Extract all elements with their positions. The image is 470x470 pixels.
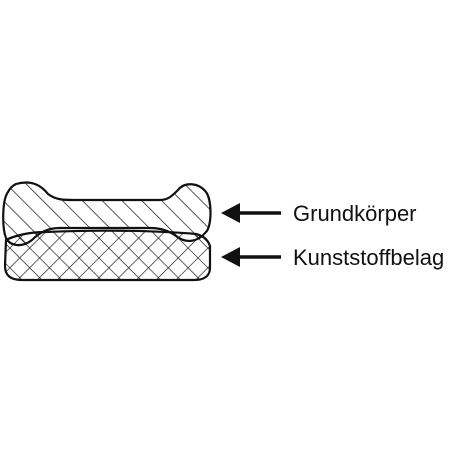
arrow-kunststoffbelag xyxy=(221,247,281,267)
grundkoerper-layer xyxy=(2,181,212,247)
label-kunststoffbelag: Kunststoffbelag xyxy=(293,245,444,270)
arrow-grundkoerper xyxy=(221,203,281,223)
label-grundkoerper: Grundkörper xyxy=(293,201,417,226)
kunststoffbelag-layer xyxy=(3,229,212,282)
